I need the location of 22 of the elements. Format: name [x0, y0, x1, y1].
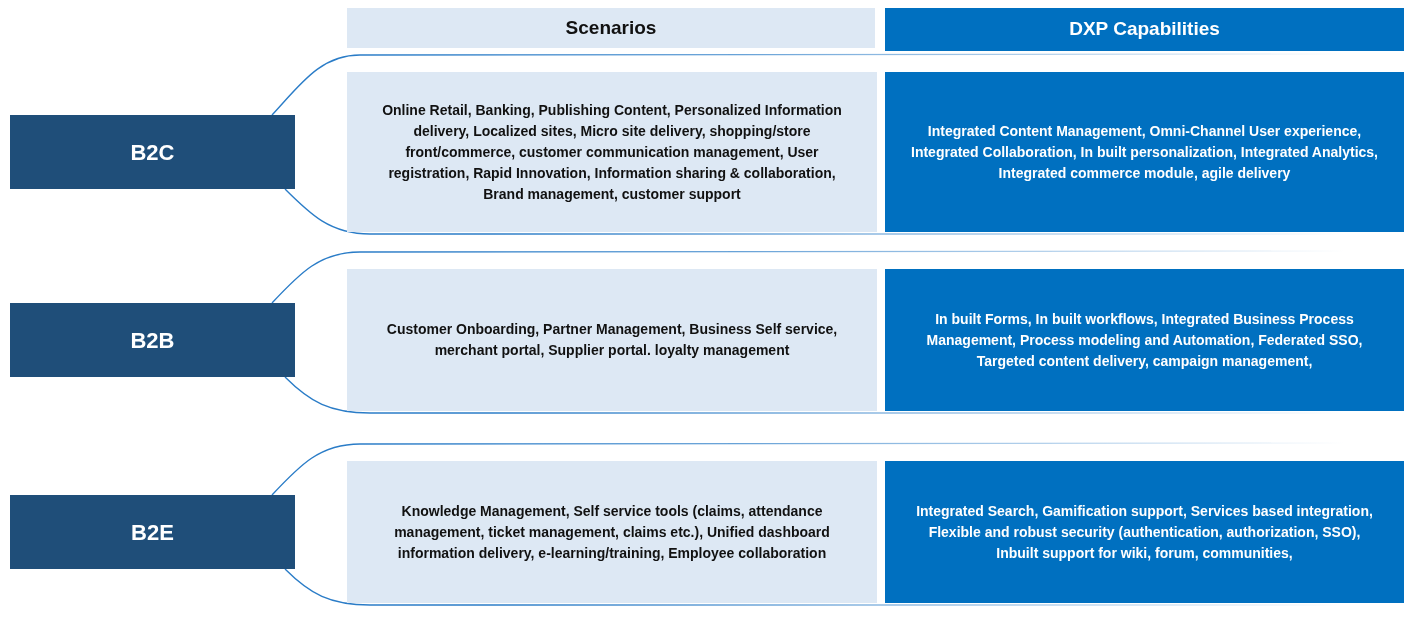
scenario-box: [347, 269, 877, 411]
segment-box: [10, 303, 295, 377]
box-text: Customer Onboarding, Partner Management, Business Self service, merchant portal, Supplier portal. loyalty management: [385, 320, 839, 360]
capability-box: [885, 461, 1404, 603]
box-text: B2E: [131, 518, 174, 547]
segment-box: [10, 115, 295, 189]
box-text: Scenarios: [565, 15, 657, 40]
scenario-box: [347, 461, 877, 603]
box-text: Integrated Search, Gamification support, Services based integration, Flexible and robust security (authentication, authorization, SSO), Inbuilt support for wiki, forum, communities,: [915, 501, 1374, 563]
box-text: B2B: [130, 326, 175, 355]
segment-box: [10, 495, 295, 569]
capability-box: [885, 72, 1404, 232]
box-text: DXP Capabilities: [1069, 17, 1220, 42]
column-header: [347, 8, 875, 48]
capability-box: [885, 269, 1404, 411]
box-text: In built Forms, In built workflows, Integrated Business Process Management, Process modeling and Automation, Federated SSO, Targeted content delivery, campaign management,: [925, 309, 1364, 371]
box-text: Knowledge Management, Self service tools (claims, attendance management, ticket management, claims etc.), Unified dashboard information delivery, e-learning/training, Employee collaboration: [393, 501, 831, 563]
box-text: Online Retail, Banking, Publishing Content, Personalized Information delivery, Localized sites, Micro site delivery, shopping/store front/commerce, customer communication management, User registration, Rapid Innovation, Information sharing & collaboration, Brand management, customer support: [381, 100, 843, 204]
box-text: Integrated Content Management, Omni-Channel User experience, Integrated Collaboration, In built personalization, Integrated Analytics, Integrated commerce module, agile delivery: [910, 121, 1379, 183]
scenario-box: [347, 72, 877, 232]
box-text: B2C: [130, 138, 175, 167]
column-header: [885, 8, 1404, 51]
